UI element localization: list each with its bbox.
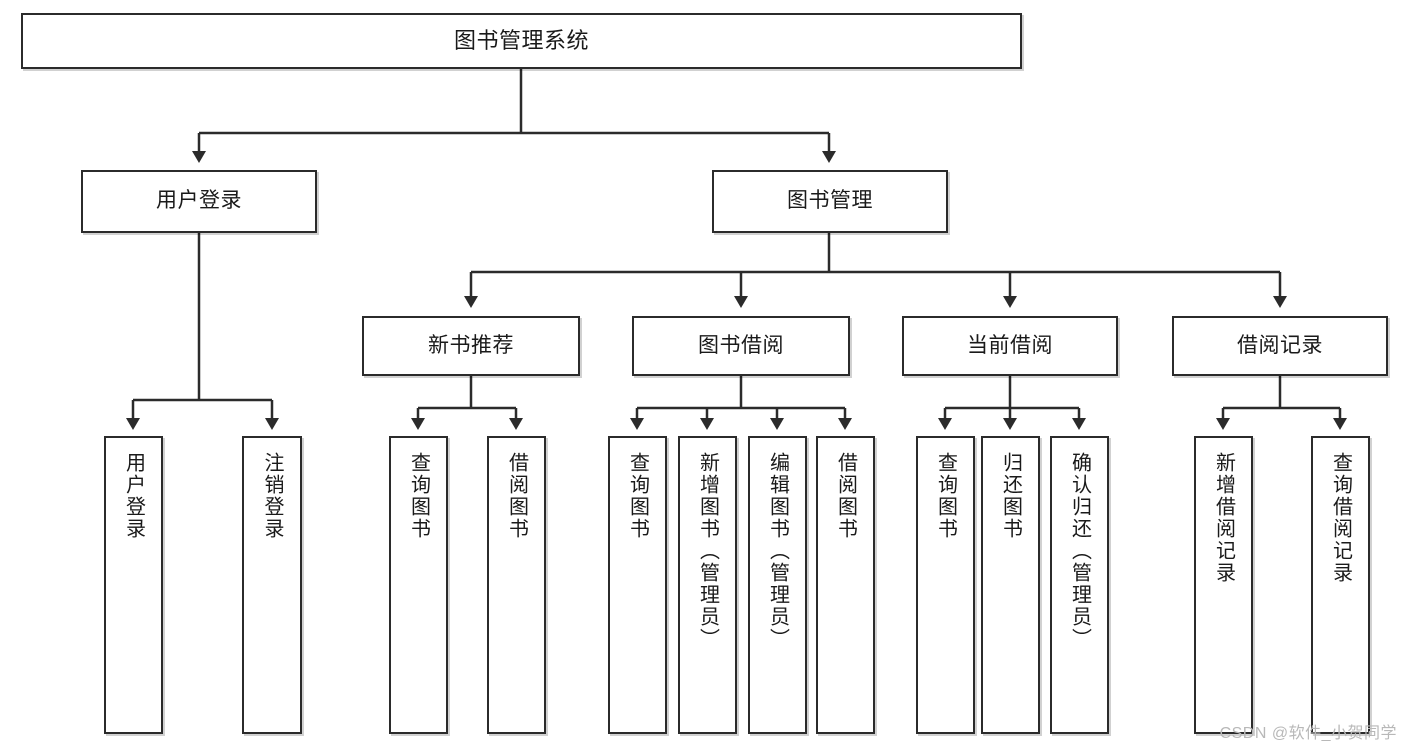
- node-borrow-record[interactable]: 借阅记录: [1172, 316, 1388, 376]
- node-leaf-query-book-1-label: 查询图书: [407, 452, 430, 540]
- node-leaf-add-record-label: 新增借阅记录: [1212, 452, 1235, 584]
- node-leaf-borrow-book-2-label: 借阅图书: [834, 452, 857, 540]
- node-leaf-return-book[interactable]: 归还图书: [981, 436, 1040, 734]
- node-leaf-add-book[interactable]: 新增图书（管理员）: [678, 436, 737, 734]
- node-leaf-query-record[interactable]: 查询借阅记录: [1311, 436, 1370, 734]
- node-book-borrow[interactable]: 图书借阅: [632, 316, 850, 376]
- node-leaf-edit-book-label: 编辑图书（管理员）: [766, 452, 789, 650]
- node-new-book-rec[interactable]: 新书推荐: [362, 316, 580, 376]
- node-leaf-confirm-return[interactable]: 确认归还（管理员）: [1050, 436, 1109, 734]
- node-leaf-query-book-3[interactable]: 查询图书: [916, 436, 975, 734]
- node-leaf-user-login[interactable]: 用户登录: [104, 436, 163, 734]
- node-leaf-query-book-2[interactable]: 查询图书: [608, 436, 667, 734]
- node-user-login[interactable]: 用户登录: [81, 170, 317, 233]
- node-leaf-user-login-label: 用户登录: [122, 452, 145, 540]
- node-leaf-edit-book[interactable]: 编辑图书（管理员）: [748, 436, 807, 734]
- node-root[interactable]: 图书管理系统: [21, 13, 1022, 69]
- node-new-book-rec-label: 新书推荐: [428, 333, 514, 357]
- node-book-manage[interactable]: 图书管理: [712, 170, 948, 233]
- node-current-borrow-label: 当前借阅: [967, 333, 1053, 357]
- node-borrow-record-label: 借阅记录: [1237, 333, 1323, 357]
- node-user-login-label: 用户登录: [156, 189, 242, 213]
- node-leaf-query-book-1[interactable]: 查询图书: [389, 436, 448, 734]
- node-leaf-logout-label: 注销登录: [261, 452, 283, 540]
- node-root-label: 图书管理系统: [453, 28, 589, 54]
- node-leaf-logout[interactable]: 注销登录: [242, 436, 302, 734]
- node-leaf-borrow-book-1-label: 借阅图书: [505, 452, 528, 540]
- node-book-borrow-label: 图书借阅: [698, 333, 784, 357]
- node-leaf-borrow-book-2[interactable]: 借阅图书: [816, 436, 875, 734]
- node-leaf-query-record-label: 查询借阅记录: [1329, 452, 1352, 584]
- node-leaf-borrow-book-1[interactable]: 借阅图书: [487, 436, 546, 734]
- node-leaf-add-record[interactable]: 新增借阅记录: [1194, 436, 1253, 734]
- node-leaf-query-book-2-label: 查询图书: [626, 452, 649, 540]
- node-leaf-add-book-label: 新增图书（管理员）: [696, 452, 719, 650]
- node-leaf-confirm-return-label: 确认归还（管理员）: [1068, 452, 1091, 650]
- node-book-manage-label: 图书管理: [787, 189, 873, 213]
- node-leaf-return-book-label: 归还图书: [999, 452, 1022, 540]
- node-leaf-query-book-3-label: 查询图书: [934, 452, 957, 540]
- watermark: CSDN @软件_小贺同学: [1219, 725, 1397, 742]
- node-current-borrow[interactable]: 当前借阅: [902, 316, 1118, 376]
